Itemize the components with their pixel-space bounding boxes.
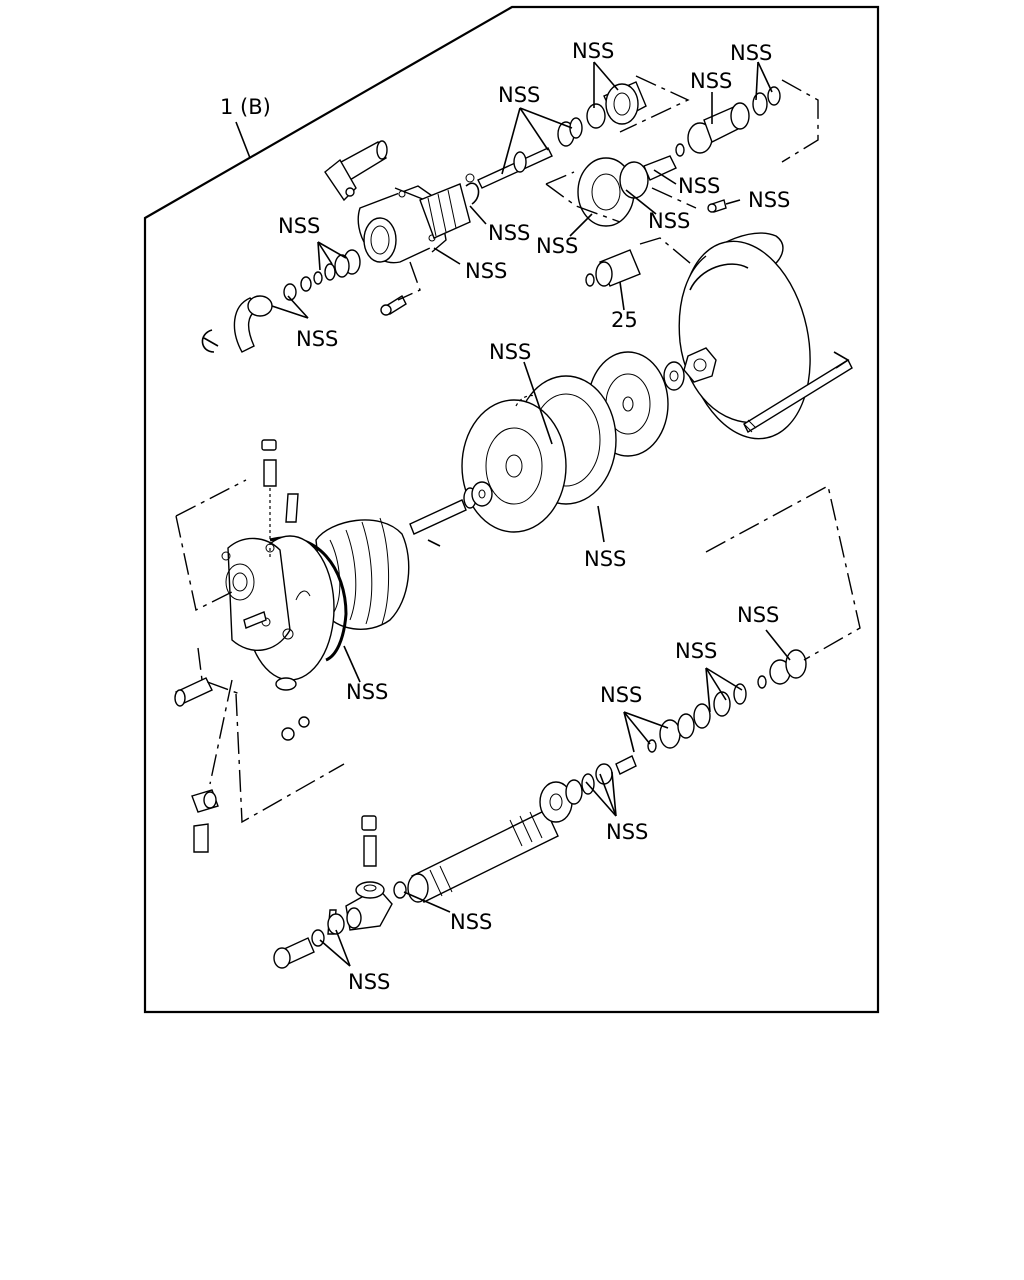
nss-label: NSS: [748, 188, 790, 212]
push-rod: [409, 499, 467, 535]
upper-boot: [419, 183, 471, 239]
nss-label: NSS: [488, 221, 530, 245]
hose-clamp: [201, 329, 219, 353]
booster-rear-shell: [663, 232, 853, 440]
assembly-leader: [235, 121, 251, 159]
part-25-label: 25: [611, 308, 638, 332]
diagram-frame: [143, 5, 880, 1014]
front-shell-group: [174, 439, 410, 853]
nss-label: NSS: [348, 970, 390, 994]
upper-valve-group: [477, 61, 819, 237]
nss-labels: NSS NSS NSS NSS NSS NSS NSS NSS NSS NSS …: [278, 39, 790, 994]
nss-label: NSS: [572, 39, 614, 63]
nss-label: NSS: [737, 603, 779, 627]
nss-label: NSS: [690, 69, 732, 93]
nss-label: NSS: [584, 547, 626, 571]
nss-label: NSS: [296, 327, 338, 351]
nss-label: NSS: [489, 340, 531, 364]
upper-housing-group: [201, 140, 487, 353]
nss-label: NSS: [675, 639, 717, 663]
front-boot: [315, 519, 410, 630]
tie-rod: [743, 359, 853, 433]
diaphragm-plates: [409, 351, 669, 547]
nss-label: NSS: [465, 259, 507, 283]
assembly-label: 1 (B): [220, 95, 271, 119]
nss-label: NSS: [648, 209, 690, 233]
nss-label: NSS: [678, 174, 720, 198]
nss-label: NSS: [600, 683, 642, 707]
nss-label: NSS: [606, 820, 648, 844]
nss-label: NSS: [498, 83, 540, 107]
main-shaft: [411, 809, 559, 903]
nss-label: NSS: [730, 41, 772, 65]
nss-label: NSS: [346, 680, 388, 704]
nss-label: NSS: [278, 214, 320, 238]
nss-label: NSS: [450, 910, 492, 934]
nss-label: NSS: [536, 234, 578, 258]
part-25-group: [585, 237, 713, 311]
lower-valve-group: [273, 484, 861, 969]
